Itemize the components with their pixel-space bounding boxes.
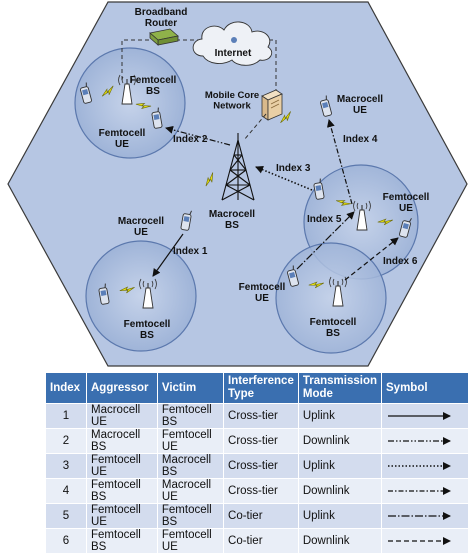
table-row: 3 Femtocell UE Macrocell BS Cross-tier U… — [45, 453, 469, 479]
row-type: Cross-tier — [223, 428, 299, 454]
row-index: 2 — [45, 428, 87, 454]
row-aggressor: Macrocell BS — [86, 428, 158, 454]
row-aggressor: Femtocell BS — [86, 528, 158, 554]
row-type: Cross-tier — [223, 403, 299, 429]
row-mode: Uplink — [297, 453, 383, 479]
table-row: 1 Macrocell UE Femtocell BS Cross-tier U… — [45, 403, 469, 429]
row-mode: Uplink — [297, 503, 383, 529]
row-mode: Downlink — [297, 478, 383, 504]
row-aggressor: Femtocell BS — [86, 478, 158, 504]
internet-label: Internet — [215, 48, 252, 59]
femtocell-coverage-bottom-left — [85, 240, 197, 352]
row-symbol — [381, 528, 469, 554]
core-link — [243, 113, 267, 141]
dash-dot-arrow-symbol — [388, 487, 451, 495]
row-index: 4 — [45, 478, 87, 504]
row-victim: Macrocell BS — [156, 453, 225, 479]
interference-arrow-4 — [326, 119, 353, 205]
row-type: Cross-tier — [223, 453, 299, 479]
header-interference-type: Interference Type — [223, 372, 299, 404]
row-symbol — [381, 503, 469, 529]
interference-arrow-1 — [152, 233, 184, 277]
index-4-label: Index 4 — [343, 134, 378, 145]
interference-arrow-2 — [165, 125, 231, 146]
dash-dot-dot-arrow-symbol — [388, 437, 451, 445]
index-6-label: Index 6 — [383, 256, 418, 267]
interference-arrow-3 — [255, 165, 313, 191]
header-victim: Victim — [156, 372, 225, 404]
row-symbol — [381, 478, 469, 504]
row-mode: Uplink — [297, 403, 383, 429]
header-index: Index — [45, 372, 87, 404]
row-symbol — [381, 403, 469, 429]
row-type: Co-tier — [223, 503, 299, 529]
row-aggressor: Femtocell UE — [86, 453, 158, 479]
row-mode: Downlink — [297, 428, 383, 454]
row-aggressor: Macrocell UE — [86, 403, 158, 429]
long-dash-dot-arrow-symbol — [388, 512, 451, 520]
row-victim: Femtocell BS — [156, 503, 225, 529]
row-symbol — [381, 428, 469, 454]
table-row: 5 Femtocell UE Femtocell BS Co-tier Upli… — [45, 503, 469, 529]
interference-legend-table: Index Aggressor Victim Interference Type… — [45, 372, 469, 554]
header-aggressor: Aggressor — [86, 372, 158, 404]
server-icon — [261, 89, 283, 121]
femtocell-coverage-bottom-right — [275, 242, 387, 354]
row-index: 3 — [45, 453, 87, 479]
globe-icon — [231, 37, 237, 43]
macrocell-tower-icon — [221, 133, 255, 201]
row-index: 6 — [45, 528, 87, 554]
index-5-label: Index 5 — [307, 214, 342, 225]
table-row: 6 Femtocell BS Femtocell UE Co-tier Down… — [45, 528, 469, 554]
index-2-label: Index 2 — [173, 134, 208, 145]
header-transmission-mode: Transmission Mode — [297, 372, 383, 404]
row-index: 5 — [45, 503, 87, 529]
interference-arrow-6 — [344, 237, 399, 281]
solid-arrow-symbol — [388, 412, 451, 420]
row-victim: Femtocell BS — [156, 403, 225, 429]
row-symbol — [381, 453, 469, 479]
row-aggressor: Femtocell UE — [86, 503, 158, 529]
row-victim: Macrocell UE — [156, 478, 225, 504]
row-type: Cross-tier — [223, 478, 299, 504]
row-victim: Femtocell UE — [156, 428, 225, 454]
index-1-label: Index 1 — [173, 246, 208, 257]
index-3-label: Index 3 — [276, 163, 311, 174]
table-header-row: Index Aggressor Victim Interference Type… — [45, 372, 469, 404]
row-index: 1 — [45, 403, 87, 429]
row-victim: Femtocell UE — [156, 528, 225, 554]
row-type: Co-tier — [223, 528, 299, 554]
router-icon — [149, 28, 179, 46]
table-row: 2 Macrocell BS Femtocell UE Cross-tier D… — [45, 428, 469, 454]
cloud-icon — [192, 21, 273, 66]
dashed-arrow-symbol — [388, 537, 451, 545]
table-row: 4 Femtocell BS Macrocell UE Cross-tier D… — [45, 478, 469, 504]
dotted-arrow-symbol — [388, 462, 451, 470]
header-symbol: Symbol — [381, 372, 469, 404]
row-mode: Downlink — [297, 528, 383, 554]
